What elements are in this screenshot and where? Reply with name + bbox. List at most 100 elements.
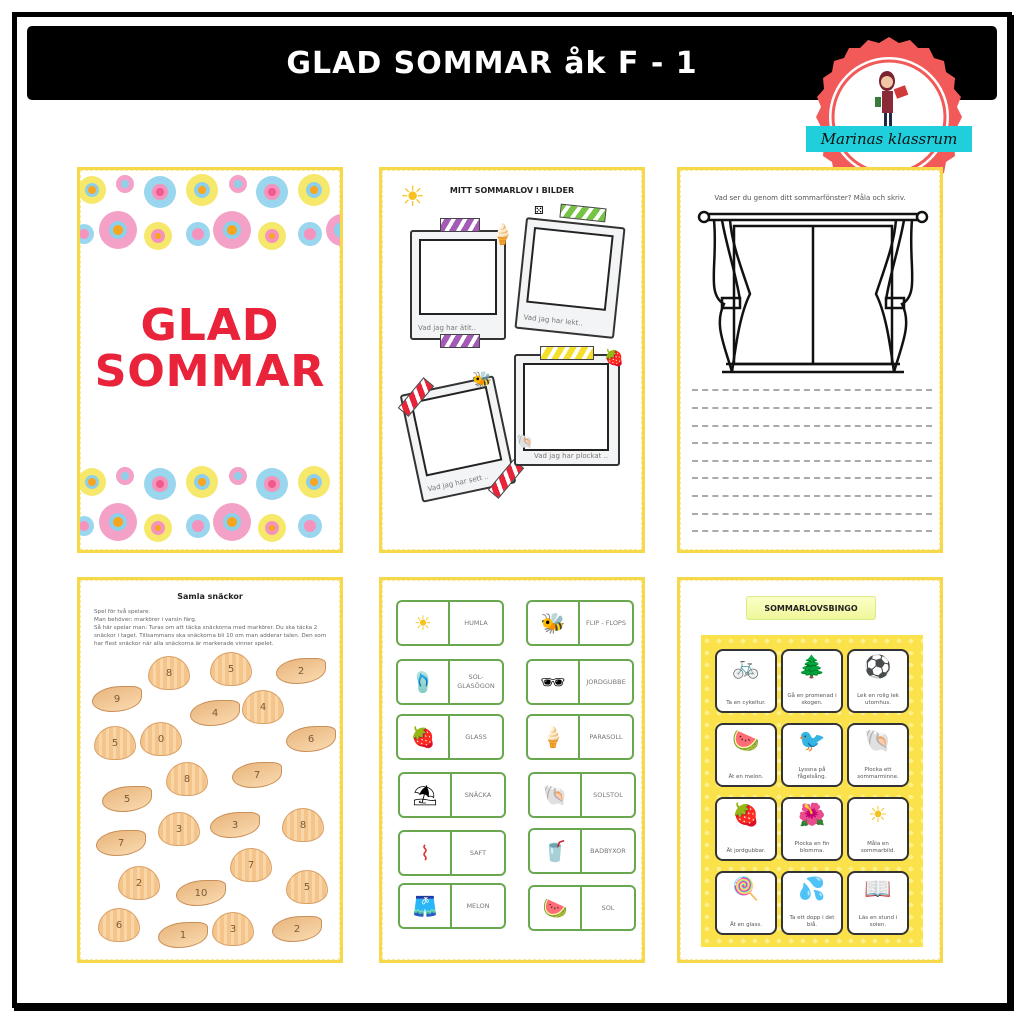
bird-icon: 🐦 (798, 729, 826, 754)
swim-shorts-icon: 🩳 (400, 885, 452, 927)
watermelon-icon: 🍉 (530, 887, 582, 929)
book-icon: 📖 (864, 877, 892, 902)
photo-caption: Vad jag har sett .. (426, 472, 490, 494)
photo-frame: Vad jag har lekt.. (514, 217, 626, 339)
strawberry-icon: 🍓 (604, 348, 624, 367)
deck-chair-icon: ⌇ (400, 832, 452, 874)
bingo-cell-text: Måla en sommarbild. (860, 841, 896, 854)
domino-card: 🍉 SOL (528, 885, 636, 931)
bingo-cell: 🍭 Ät en glass. (715, 871, 777, 935)
writing-line (692, 513, 932, 515)
bingo-cell: 🚲 Ta en cykeltur. (715, 649, 777, 713)
bingo-cell-text: Plocka ett sommarminne. (857, 767, 899, 780)
preview-page-photo-frames[interactable]: ☀ MITT SOMMARLOV I BILDER Vad jag har ät… (379, 167, 645, 553)
writing-line (692, 530, 932, 532)
preview-page-bingo[interactable]: SOMMARLOVSBINGO 🚲 Ta en cykeltur. 🌲 Gå e… (677, 577, 943, 963)
bingo-cell: 💦 Ta ett dopp i det blå. (781, 871, 843, 935)
shell-icon: 2 (276, 658, 326, 684)
bingo-cell-text: Ät jordgubbar. (726, 848, 766, 854)
ice-cream-icon: 🍦 (490, 222, 515, 246)
shell-icon: 4 (190, 700, 240, 726)
shell-icon: 🐚 (516, 434, 534, 450)
writing-line (692, 495, 932, 497)
bee-icon: 🐝 (528, 602, 580, 644)
shell-icon: 0 (140, 722, 182, 756)
bingo-cell: 🐚 Plocka ett sommarminne. (847, 723, 909, 787)
water-splash-icon: 💦 (798, 877, 826, 902)
shell-icon: 9 (92, 686, 142, 712)
photo-caption: Vad jag har lekt.. (523, 313, 584, 328)
shell-icon: 3 (210, 812, 260, 838)
bee-icon: 🐝 (472, 370, 492, 389)
window-prompt: Vad ser du genom ditt sommarfönster? Mål… (714, 194, 906, 202)
domino-word: BADBYXOR (590, 846, 626, 855)
shell-icon: 4 (242, 690, 284, 724)
bingo-cell: 🌺 Plocka en fin blomma. (781, 797, 843, 861)
domino-card: 🕶 JORDGUBBE (526, 659, 634, 705)
domino-card: ⛱ SNÄCKA (398, 772, 506, 818)
juice-icon: 🥤 (530, 830, 582, 872)
bingo-cell-text: Plocka en fin blomma. (794, 841, 830, 854)
watermelon-icon: 🍉 (732, 729, 760, 754)
shell-icon: 5 (102, 786, 152, 812)
bingo-cell: 🍉 Ät en melon. (715, 723, 777, 787)
writing-line (692, 442, 932, 444)
sun-icon: ☀ (398, 602, 450, 644)
bingo-cell-text: Lyssna på fågelsång. (797, 767, 827, 780)
shell-icon: 7 (232, 762, 282, 788)
brand-badge: Marinas klassrum (806, 34, 972, 198)
bingo-cell: 🐦 Lyssna på fågelsång. (781, 723, 843, 787)
photo-frame: Vad jag har ätit.. (410, 230, 506, 340)
shell-icon: 10 (176, 880, 226, 906)
flower-border-icon (80, 174, 340, 250)
domino-word: SOL (601, 903, 615, 912)
shells-rules: Spel för två spelare. Man behöver: markö… (94, 609, 327, 647)
preview-page-dominoes[interactable]: ☀ HUMLA 🐝 FLIP - FLOPS 🩴 SOL- GLASÖGON 🕶… (379, 577, 645, 963)
bingo-cell-text: Gå en promenad i skogen. (787, 693, 837, 706)
domino-word: JORDGUBBE (586, 677, 626, 686)
bingo-cell: 📖 Läs en stund i solen. (847, 871, 909, 935)
flower-border-icon (80, 466, 330, 542)
washi-tape-icon (440, 218, 480, 232)
preview-page-shell-game[interactable]: Samla snäckor Spel för två spelare. Man … (77, 577, 343, 963)
writing-line (692, 407, 932, 409)
shell-icon: 6 (286, 726, 336, 752)
shells-title: Samla snäckor (177, 592, 243, 601)
shell-icon: 2 (118, 866, 160, 900)
title-banner: GLAD SOMMAR åk F - 1 (27, 26, 997, 100)
domino-card: 🐚 SOLSTOL (528, 772, 636, 818)
strawberry-icon: 🍓 (398, 716, 450, 758)
tree-icon: 🌲 (798, 655, 826, 680)
bingo-cell-text: Ta en cykeltur. (726, 700, 766, 706)
sun-icon: ☀ (400, 180, 426, 213)
domino-card: 🥤 BADBYXOR (528, 828, 636, 874)
popsicle-icon: 🍭 (732, 877, 760, 902)
washi-tape-icon (440, 334, 480, 348)
shell-icon: 7 (96, 830, 146, 856)
shell-icon: 8 (166, 762, 208, 796)
domino-card: ⌇ SAFT (398, 830, 506, 876)
bingo-cell-text: Ät en glass. (729, 922, 763, 928)
photo-caption: Vad jag har plockat .. (534, 452, 609, 460)
bingo-board: 🚲 Ta en cykeltur. 🌲 Gå en promenad i sko… (701, 635, 923, 947)
shell-icon: 🐚 (530, 774, 582, 816)
writing-line (692, 477, 932, 479)
window-curtains-icon (697, 210, 929, 374)
ice-cream-icon: 🍦 (528, 716, 580, 758)
writing-line (692, 460, 932, 462)
shell-icon: 🐚 (864, 729, 892, 754)
shell-icon: 5 (94, 726, 136, 760)
bicycle-icon: 🚲 (732, 655, 760, 680)
bingo-cell-text: Lek en rolig lek utomhus. (857, 693, 899, 706)
writing-line (692, 389, 932, 391)
flip-flops-icon: 🩴 (398, 661, 450, 703)
shell-icon: 3 (212, 912, 254, 946)
cover-title-line2: SOMMAR (94, 346, 326, 397)
domino-card: 🐝 FLIP - FLOPS (526, 600, 634, 646)
preview-page-window[interactable]: Vad ser du genom ditt sommarfönster? Mål… (677, 167, 943, 553)
domino-card: 🩳 MELON (398, 883, 506, 929)
domino-word: PARASOLL (589, 732, 623, 741)
bingo-title: SOMMARLOVSBINGO (746, 596, 876, 620)
washi-tape-icon (540, 346, 594, 360)
preview-page-cover[interactable]: GLAD SOMMAR (77, 167, 343, 553)
